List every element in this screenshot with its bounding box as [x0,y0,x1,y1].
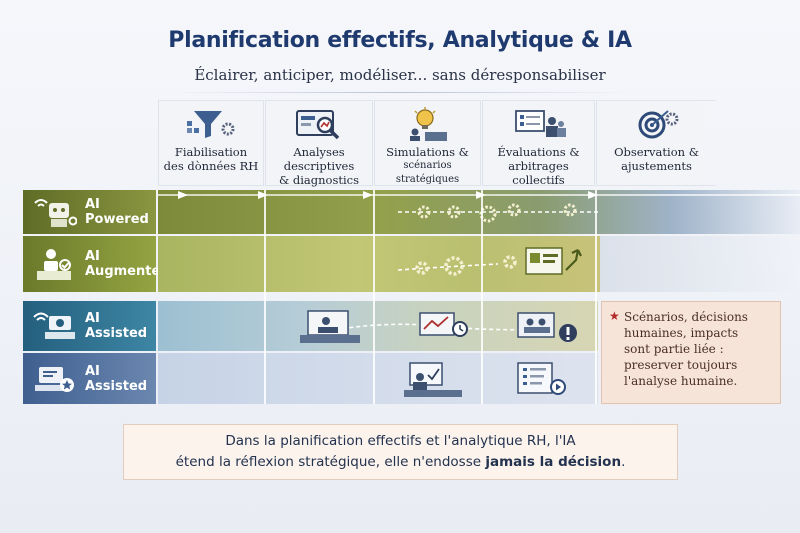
ai-assisted-1-flow [300,310,577,343]
robot-wifi-icon [34,199,77,227]
note-line: l'analyse humaine. [624,374,738,388]
phase-label-line1: Évaluations & [497,145,580,159]
board-people-icon [514,110,566,137]
summary-line2-start: étend la réflexion stratégique, elle n'e… [175,454,486,470]
funnel-gear-icon [187,111,235,138]
ai-augmented-flow [397,247,582,276]
row-label-text: AI Augmented [85,249,170,279]
column-divider [481,190,483,404]
row-label-ai-augmented: AI Augmented [23,236,170,292]
laptop-star-icon [35,366,74,392]
phase-label-line1: Simulations & [386,145,469,159]
note-line: preserver toujours [624,358,738,372]
row-label-ai-powered: AI Powered [23,190,156,234]
ai-assisted-2-flow [404,362,566,397]
phase-label-line2: arbitrages collectifs [508,159,569,187]
phase-evaluations: Évaluations & arbitrages collectifs [482,100,595,187]
ai-powered-flow [158,191,800,223]
phase-label-line1: Observation & [614,145,699,159]
wifi-laptop-icon [33,312,75,339]
note-line: Scénarios, décisions [624,310,748,324]
side-note: ★ Scénarios, décisions humaines, impacts… [601,301,781,404]
phase-simulations: Simulations & scénarios stratégiques [374,100,481,186]
phase-label-line2: ajustements [621,159,692,173]
target-gear-icon [638,110,678,139]
summary-emphasis: jamais la décision [485,454,622,470]
subtitle-divider [170,92,630,93]
row-label-ai-assisted-2: AI Assisted [23,353,156,404]
phase-observation: Observation & ajustements [596,100,716,186]
row-label-text: AI Assisted [85,311,148,341]
column-divider [373,190,375,404]
page-title: Planification effectifs, Analytique & IA [168,28,632,53]
phase-fiabilisation: Fiabilisation des dònnées RH [158,100,264,186]
column-divider [264,190,266,404]
summary-line2-end: . [621,454,626,470]
band-ai-augmented-fade [600,236,800,292]
phase-label-line2: scénarios stratégiques [395,160,460,185]
phase-label-line1: Analyses descriptives [283,145,355,173]
column-divider [595,190,597,404]
person-screen-icon [37,249,71,280]
note-line: humaines, impacts [624,326,739,340]
row-label-text: AI Assisted [85,363,148,394]
phase-label-line1: Fiabilisation [174,145,248,159]
star-icon: ★ [609,309,620,323]
row-label-text: AI Powered [85,197,149,227]
summary-line1: Dans la planification effectifs et l'ana… [225,433,576,449]
page-subtitle: Éclairer, anticiper, modéliser... sans d… [194,66,606,84]
lightbulb-person-icon [409,107,447,141]
summary-line2: étend la réflexion stratégique, elle n'e… [124,452,677,473]
monitor-magnifier-icon [296,110,340,140]
summary-box: Dans la planification effectifs et l'ana… [123,424,678,480]
note-line: sont partie liée : [624,342,724,356]
phase-label-line2: & diagnostics [278,173,360,187]
row-label-ai-assisted-1: AI Assisted [23,301,156,351]
phase-analyses: Analyses descriptives & diagnostics [265,100,373,187]
phase-label-line2: des dònnées RH [163,159,259,173]
